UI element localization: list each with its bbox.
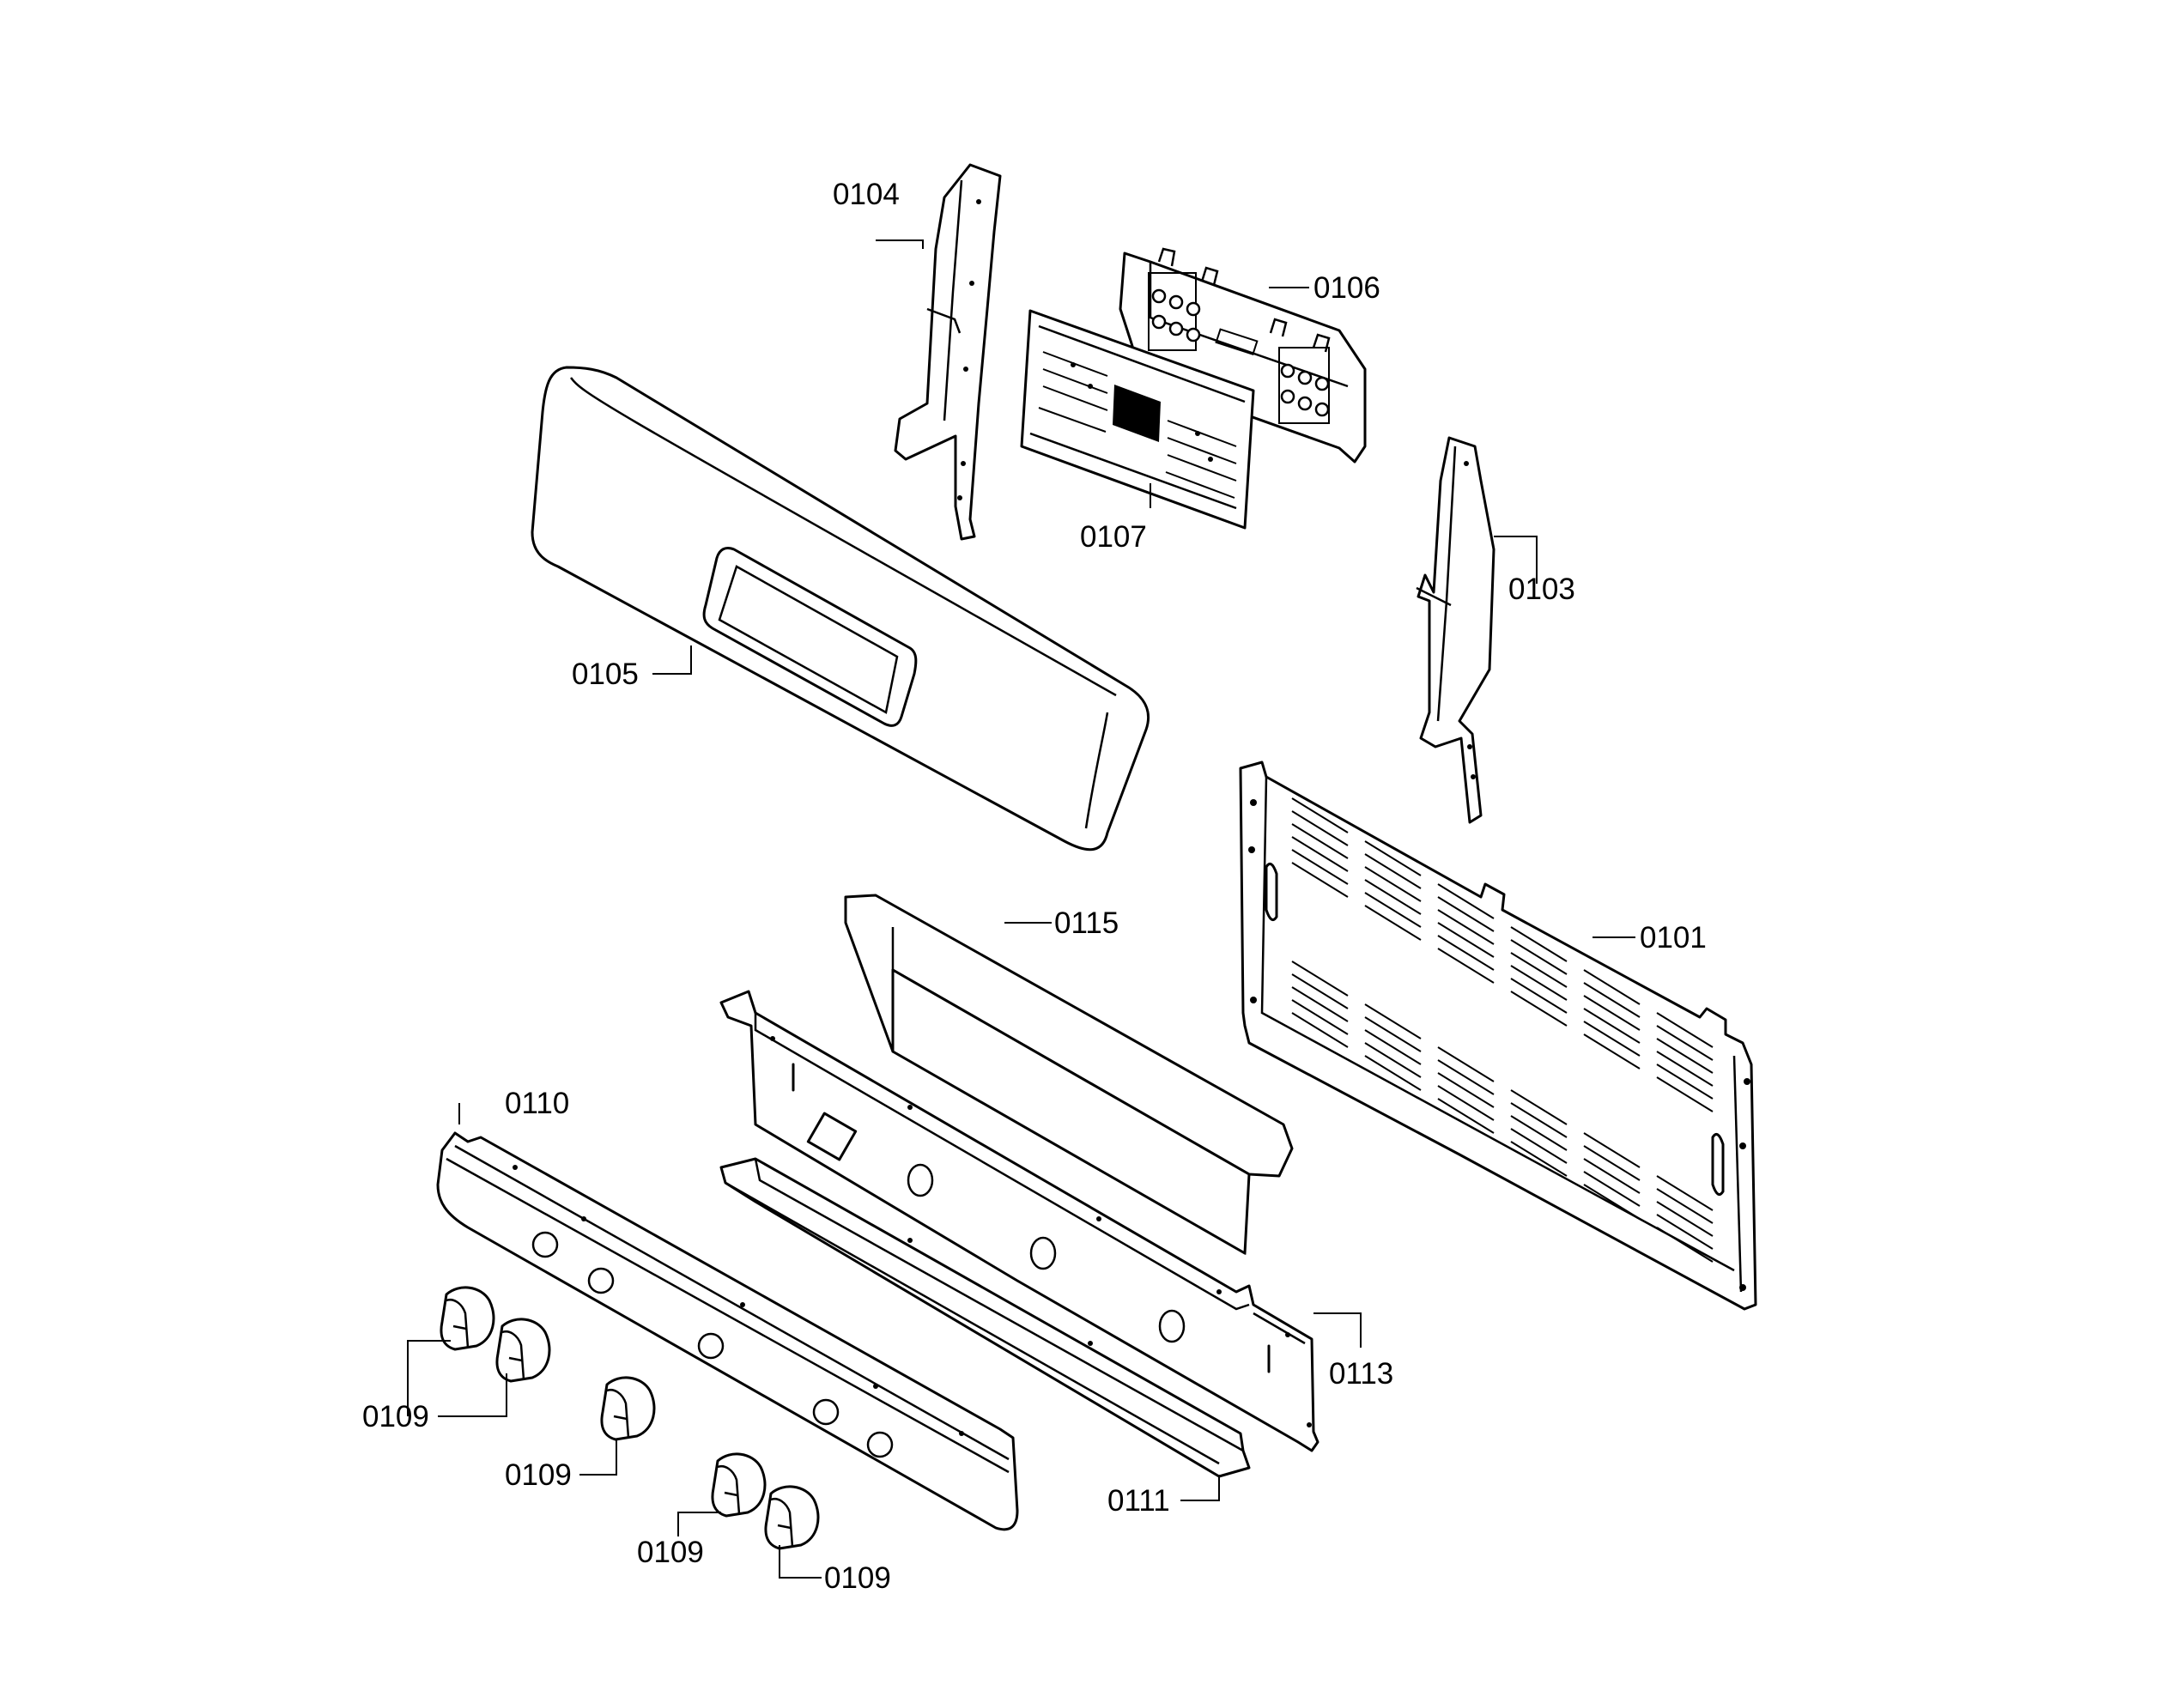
label-0109-a: 0109 <box>362 1400 429 1433</box>
label-0101: 0101 <box>1640 921 1707 955</box>
label-0104: 0104 <box>833 178 900 211</box>
label-0105: 0105 <box>572 658 639 691</box>
part-0103-side-bracket <box>1416 436 1495 824</box>
part-0101-rear-panel <box>1239 761 1757 1311</box>
part-0109-knob-5 <box>764 1485 820 1550</box>
label-0109-b: 0109 <box>505 1458 572 1492</box>
label-0110: 0110 <box>505 1087 569 1120</box>
part-0107-control-overlay <box>1020 309 1255 530</box>
part-0109-knob-4 <box>711 1452 767 1518</box>
label-0115: 0115 <box>1054 906 1119 940</box>
part-0105-control-panel <box>531 366 1150 852</box>
vent-louvers <box>1291 797 1714 1263</box>
part-0109-knob-3 <box>600 1376 656 1441</box>
part-0113-control-bracket <box>719 990 1320 1452</box>
part-0111-trim-channel <box>719 1157 1251 1478</box>
part-0104-side-bracket <box>894 163 1002 541</box>
label-0111: 0111 <box>1107 1484 1170 1518</box>
part-0110-knob-panel <box>436 1131 1019 1531</box>
part-0115-heat-shield <box>844 894 1294 1256</box>
label-0109-d: 0109 <box>824 1561 891 1595</box>
leader-lines <box>407 239 1635 1579</box>
label-0107: 0107 <box>1080 520 1147 554</box>
part-0106-control-board <box>1119 247 1367 464</box>
label-0106: 0106 <box>1313 271 1380 305</box>
part-0109-knob-1 <box>440 1286 495 1351</box>
label-0103: 0103 <box>1508 573 1575 606</box>
label-0109-c: 0109 <box>637 1536 704 1569</box>
part-0109-knob-2 <box>495 1318 551 1383</box>
label-0113: 0113 <box>1329 1357 1393 1391</box>
